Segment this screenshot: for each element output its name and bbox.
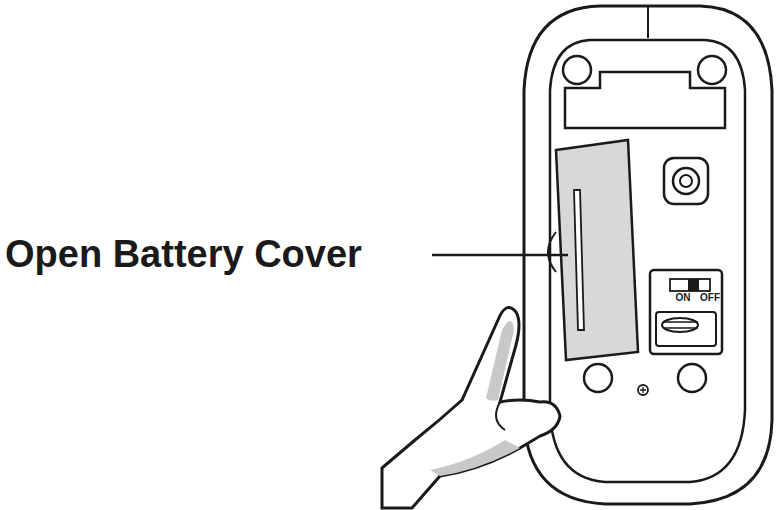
foot [698, 56, 726, 84]
cover-notch [548, 232, 556, 272]
battery-cover [556, 140, 638, 360]
foot [563, 56, 591, 84]
button-split [647, 6, 649, 38]
receiver-bay [656, 312, 716, 346]
hand [382, 308, 560, 509]
power-switch [670, 279, 710, 291]
hand-shade [486, 321, 514, 401]
receiver-slot [565, 72, 725, 128]
hand-shade [430, 440, 520, 476]
receiver [664, 322, 698, 328]
lens-housing [664, 158, 708, 204]
callout-label: Open Battery Cover [5, 235, 362, 273]
hand-line [496, 402, 505, 430]
switch-label: ON [676, 293, 691, 303]
foot [678, 364, 706, 392]
optical-lens [673, 168, 699, 194]
receiver [662, 318, 698, 332]
screw [638, 385, 648, 395]
screw [640, 387, 646, 393]
switch-knob [688, 279, 699, 291]
switch-label: OFF [700, 293, 720, 303]
cover-groove [574, 190, 584, 330]
leader-line [432, 254, 568, 257]
foot [584, 364, 612, 392]
bottom-plate [550, 40, 745, 482]
optical-lens [680, 175, 692, 187]
switch-compartment [650, 270, 722, 354]
